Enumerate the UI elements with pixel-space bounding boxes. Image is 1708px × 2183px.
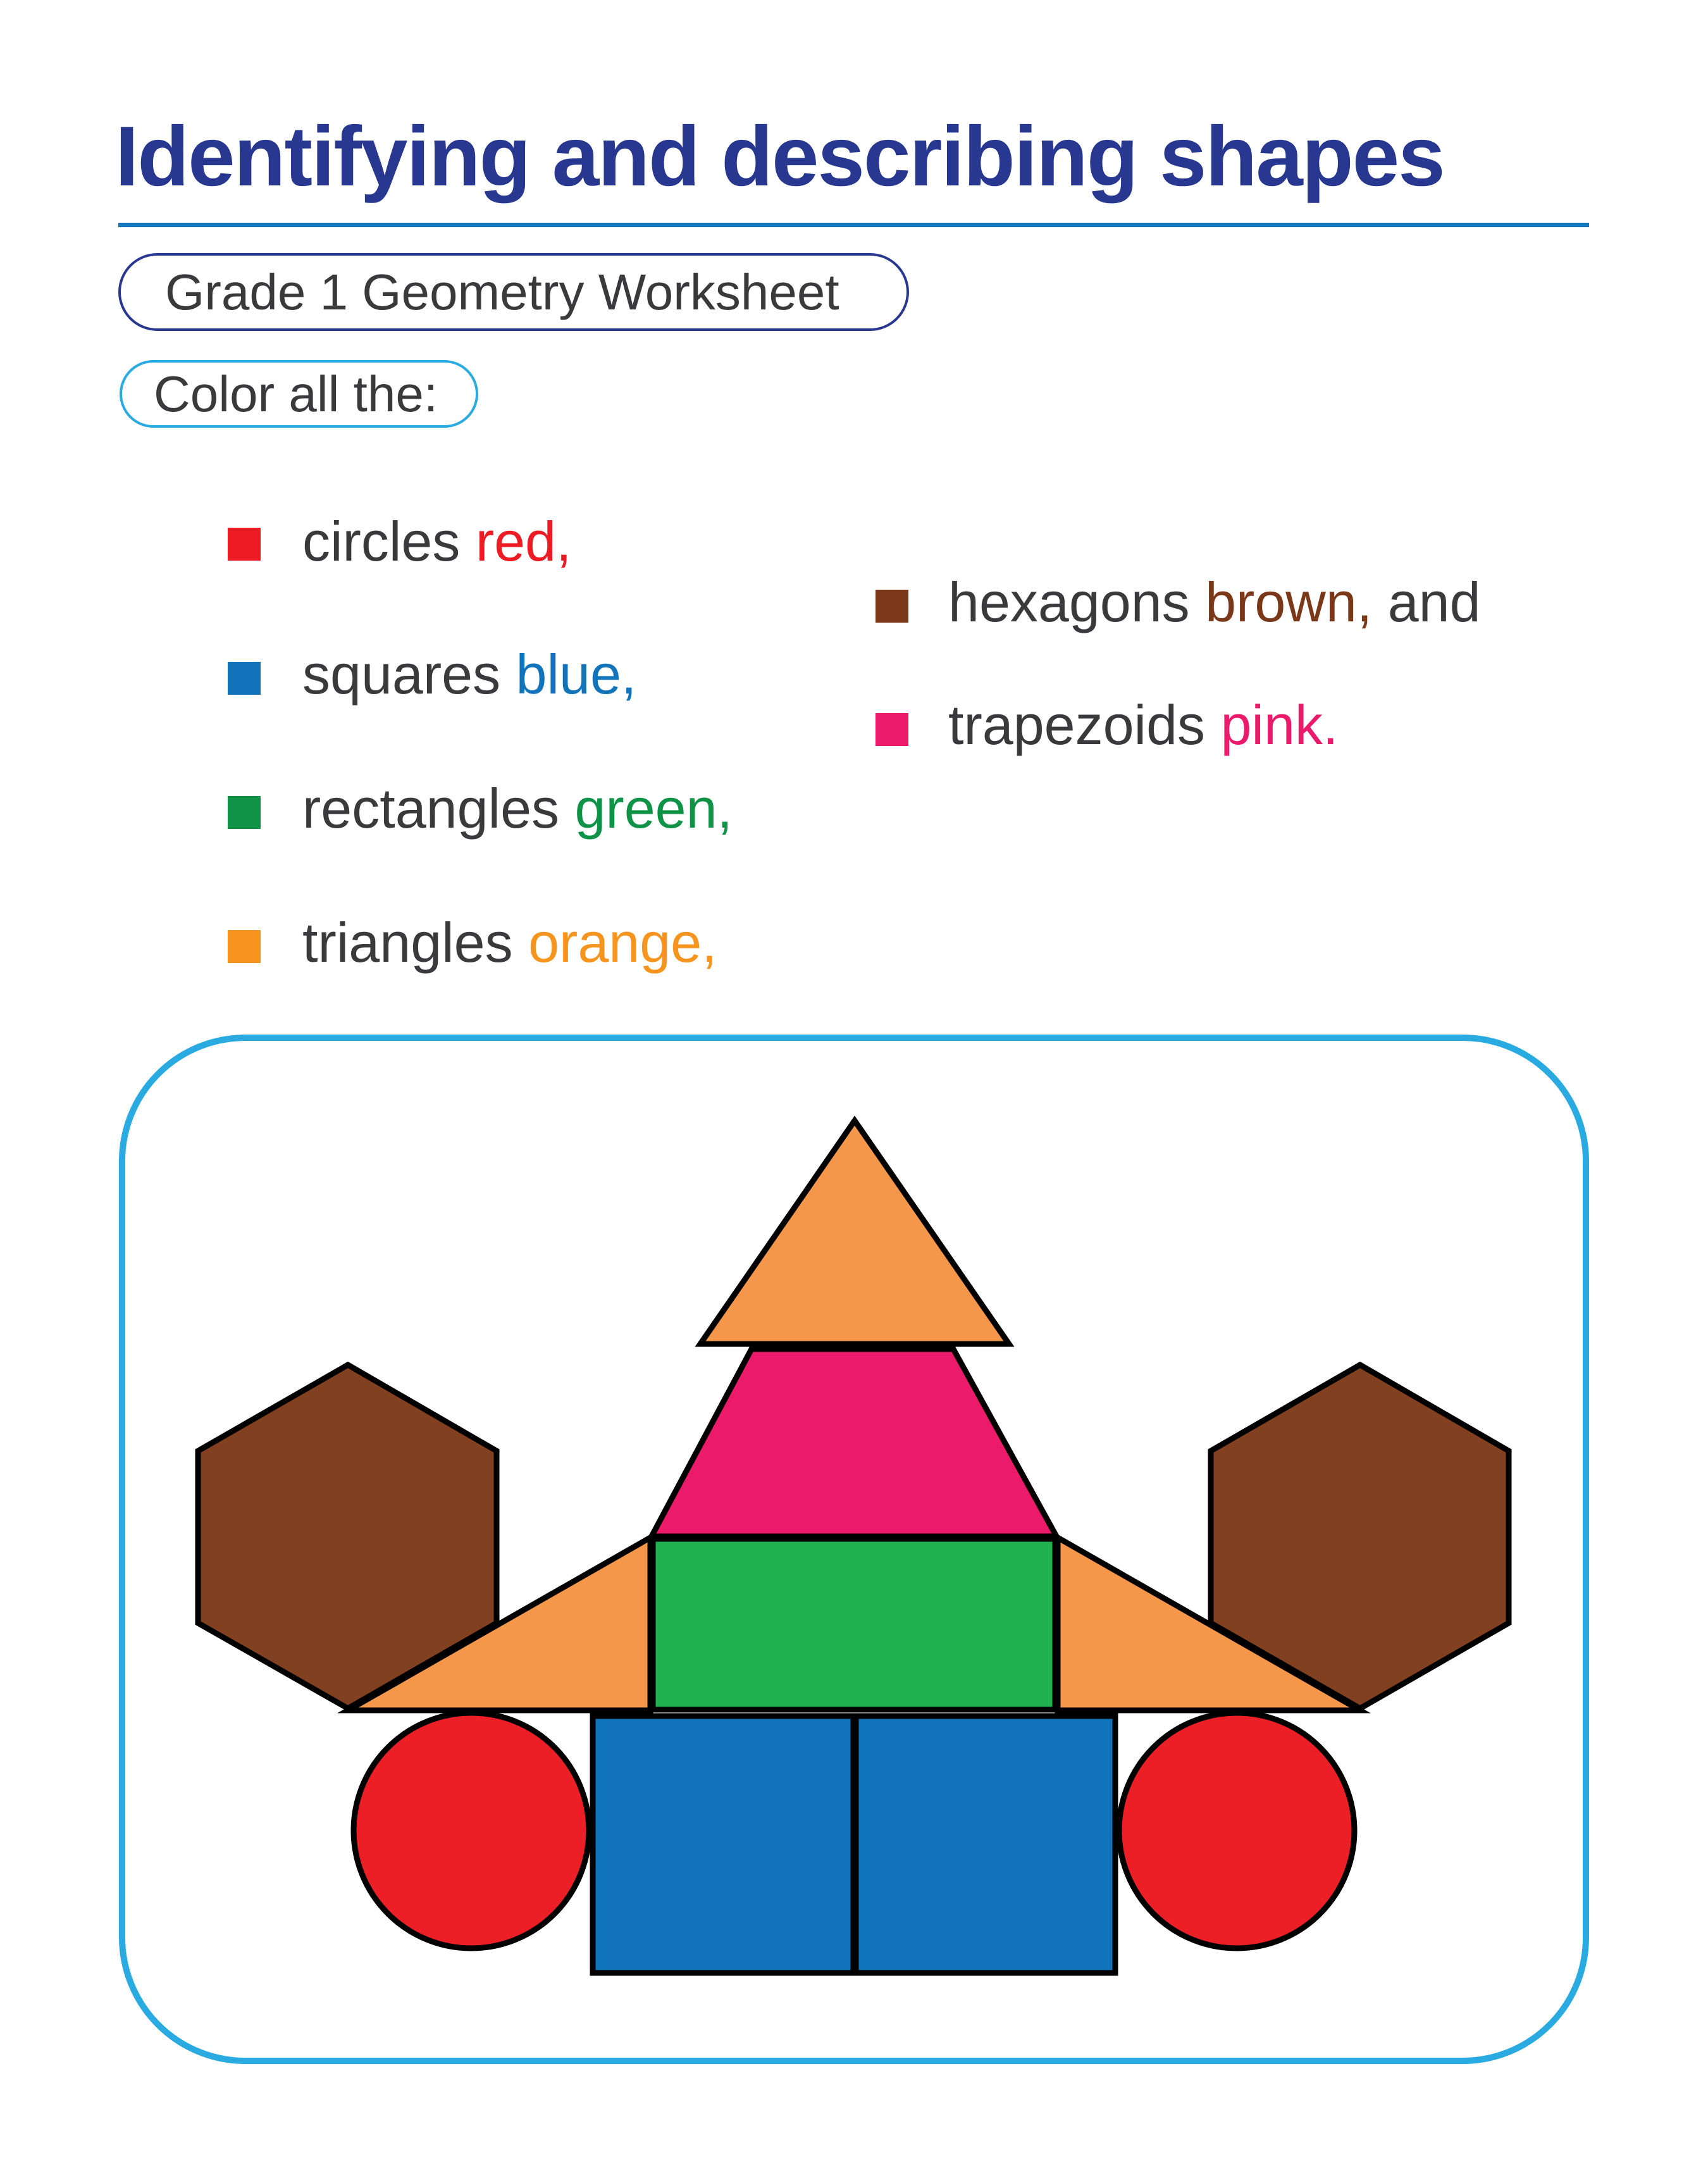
rectangle-shape[interactable]: [650, 1536, 1058, 1713]
color-word: pink.: [1220, 693, 1339, 756]
brown-swatch-icon: [876, 590, 908, 623]
right-square-shape[interactable]: [853, 1713, 1118, 1976]
color-word: red,: [475, 510, 572, 573]
shape-name: squares: [302, 643, 501, 706]
legend-text: hexagons brown, and: [948, 567, 1481, 630]
legend-text: squares blue,: [302, 639, 636, 702]
left-circle-shape[interactable]: [350, 1710, 592, 1951]
pink-swatch-icon: [876, 713, 908, 746]
left-square-shape[interactable]: [590, 1713, 857, 1976]
color-word: blue,: [516, 643, 637, 706]
green-swatch-icon: [228, 796, 261, 829]
shape-name: rectangles: [302, 777, 560, 840]
shape-name: trapezoids: [948, 693, 1206, 756]
blue-swatch-icon: [228, 662, 261, 695]
shape-name: triangles: [302, 911, 513, 974]
conjunction: and: [1387, 571, 1481, 633]
legend-text: circles red,: [302, 506, 571, 569]
instruction-badge: Color all the:: [120, 360, 478, 428]
trapezoid-shape[interactable]: [647, 1346, 1061, 1539]
red-swatch-icon: [228, 528, 261, 561]
grade-badge: Grade 1 Geometry Worksheet: [118, 253, 909, 331]
color-word: orange,: [528, 911, 717, 974]
legend-text: trapezoids pink.: [948, 690, 1338, 753]
orange-swatch-icon: [228, 930, 261, 963]
legend-text: triangles orange,: [302, 907, 717, 971]
grade-badge-label: Grade 1 Geometry Worksheet: [165, 263, 839, 320]
title-underline: [118, 223, 1589, 227]
page-title: Identifying and describing shapes: [115, 109, 1445, 204]
top-triangle-shape[interactable]: [695, 1116, 1015, 1347]
color-word: brown,: [1205, 571, 1373, 633]
color-word: green,: [574, 777, 733, 840]
legend-text: rectangles green,: [302, 773, 733, 837]
shape-name: circles: [302, 510, 461, 573]
right-circle-shape[interactable]: [1116, 1710, 1358, 1951]
shape-name: hexagons: [948, 571, 1190, 633]
instruction-label: Color all the:: [154, 365, 438, 422]
